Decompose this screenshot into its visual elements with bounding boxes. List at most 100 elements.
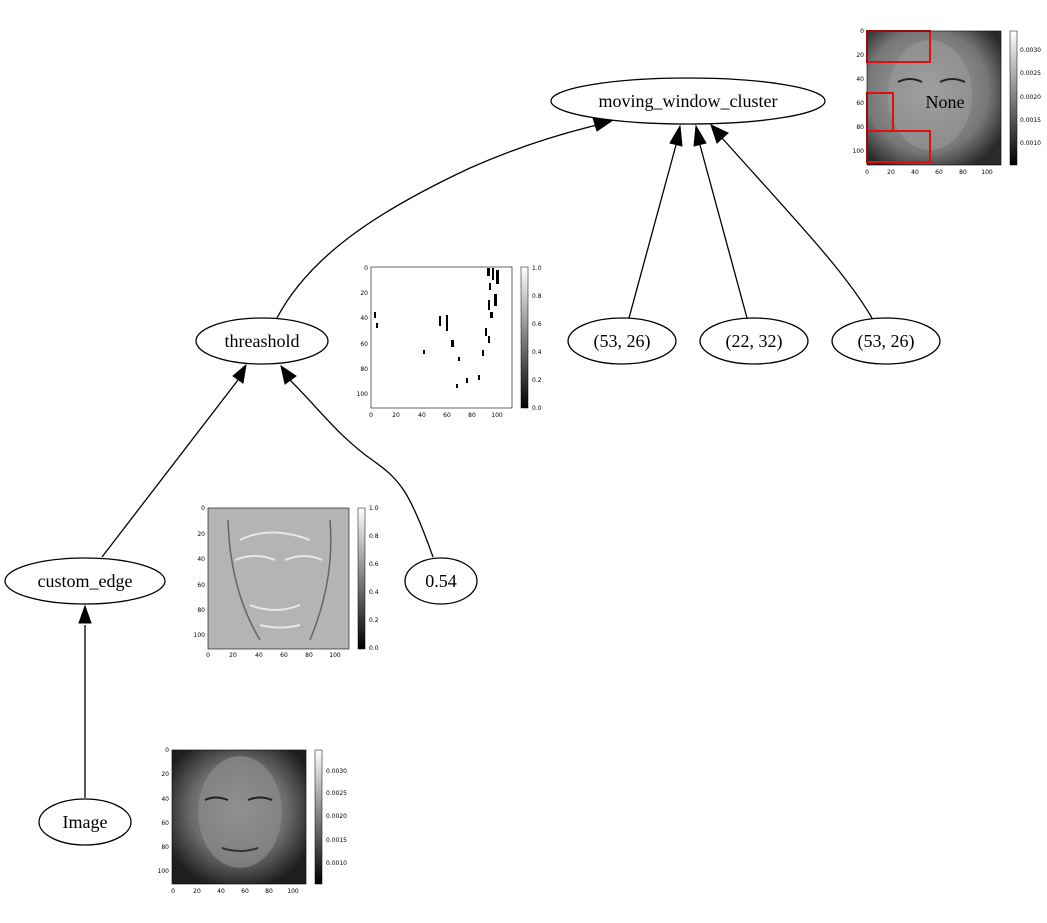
svg-text:60: 60 — [161, 820, 169, 827]
node-threshold-value[interactable]: 0.54 — [404, 557, 478, 605]
threshold-plot-colorbar-ticks: 1.0 0.8 0.6 0.4 0.2 0.0 — [532, 265, 542, 412]
svg-text:0.8: 0.8 — [532, 293, 542, 300]
arrowhead-threshold-1 — [232, 363, 247, 384]
node-image-label: Image — [63, 812, 108, 832]
svg-text:1.0: 1.0 — [532, 265, 542, 272]
edges — [78, 117, 873, 798]
svg-text:100: 100 — [329, 652, 341, 659]
svg-text:100: 100 — [194, 632, 206, 639]
svg-text:40: 40 — [856, 76, 864, 83]
svg-text:0.8: 0.8 — [369, 533, 379, 540]
node-arg2-label: (22, 32) — [726, 331, 783, 352]
image-plot-frame — [171, 749, 307, 885]
svg-text:60: 60 — [856, 100, 864, 107]
edge-plot-face-shadows — [227, 519, 332, 641]
edge-custom-edge-to-threshold — [101, 379, 239, 558]
svg-text:40: 40 — [360, 315, 368, 322]
svg-text:0.0015: 0.0015 — [1020, 117, 1041, 124]
threshold-plot: 0 20 40 60 80 100 0 20 40 60 80 100 1.0 … — [357, 265, 542, 419]
edge-value-to-threshold — [289, 379, 434, 558]
svg-text:40: 40 — [217, 888, 225, 895]
svg-text:60: 60 — [197, 582, 205, 589]
node-arg1[interactable]: (53, 26) — [567, 317, 677, 365]
svg-text:0: 0 — [865, 169, 869, 176]
svg-text:100: 100 — [158, 868, 170, 875]
svg-text:40: 40 — [161, 796, 169, 803]
svg-text:0.0030: 0.0030 — [326, 768, 347, 775]
edge-plot-frame — [207, 507, 350, 650]
svg-text:60: 60 — [241, 888, 249, 895]
svg-text:20: 20 — [161, 771, 169, 778]
svg-text:0: 0 — [201, 505, 205, 512]
edge-plot-yticks: 0 20 40 60 80 100 — [194, 505, 206, 639]
svg-text:40: 40 — [911, 169, 919, 176]
edge-threshold-to-cluster — [276, 124, 598, 319]
svg-text:60: 60 — [280, 652, 288, 659]
svg-text:0.6: 0.6 — [532, 321, 542, 328]
edge-arg1-to-cluster — [628, 144, 677, 319]
svg-text:20: 20 — [197, 531, 205, 538]
edge-plot-colorbar-ticks: 1.0 0.8 0.6 0.4 0.2 0.0 — [369, 505, 379, 652]
svg-text:80: 80 — [265, 888, 273, 895]
svg-text:0: 0 — [369, 412, 373, 419]
svg-text:20: 20 — [193, 888, 201, 895]
cluster-plot-yticks: 0 20 40 60 80 100 — [853, 28, 865, 155]
svg-text:100: 100 — [357, 391, 369, 398]
svg-text:0.6: 0.6 — [369, 561, 379, 568]
svg-text:20: 20 — [887, 169, 895, 176]
edge-arg3-to-cluster — [721, 137, 873, 319]
svg-text:20: 20 — [229, 652, 237, 659]
svg-text:0: 0 — [206, 652, 210, 659]
svg-text:0.0: 0.0 — [532, 405, 542, 412]
node-cluster[interactable]: moving_window_cluster — [550, 77, 826, 125]
node-cluster-label: moving_window_cluster — [599, 91, 778, 111]
cluster-plot-eyes — [897, 78, 966, 83]
svg-text:0.0010: 0.0010 — [326, 860, 347, 867]
svg-text:0.0020: 0.0020 — [326, 813, 347, 820]
node-threshold-label: threashold — [225, 331, 300, 351]
edge-plot-image — [208, 508, 349, 649]
cluster-plot-colorbar-ticks: 0.0030 0.0025 0.0020 0.0015 0.0010 — [1020, 47, 1041, 147]
svg-text:100: 100 — [853, 148, 865, 155]
node-image[interactable]: Image — [38, 798, 132, 846]
node-arg1-label: (53, 26) — [594, 331, 651, 352]
node-threshold-value-label: 0.54 — [425, 571, 457, 591]
threshold-plot-xticks: 0 20 40 60 80 100 — [369, 412, 503, 419]
edge-plot-xticks: 0 20 40 60 80 100 — [206, 652, 341, 659]
svg-text:100: 100 — [981, 169, 993, 176]
edge-plot-face-lines — [234, 531, 323, 629]
output-label: None — [926, 92, 965, 112]
svg-text:0: 0 — [165, 747, 169, 754]
svg-text:0.0020: 0.0020 — [1020, 94, 1041, 101]
image-plot-eyes — [204, 796, 273, 801]
cluster-plot-colorbar — [1009, 30, 1018, 166]
node-threshold[interactable]: threashold — [195, 317, 329, 365]
node-custom-edge-label: custom_edge — [38, 571, 133, 591]
cluster-plot: 0 20 40 60 80 100 0 20 40 60 80 100 0.00… — [853, 28, 1042, 176]
svg-text:0.0025: 0.0025 — [1020, 70, 1041, 77]
node-arg3[interactable]: (53, 26) — [831, 317, 941, 365]
svg-text:0.2: 0.2 — [532, 377, 542, 384]
arrowhead-custom-edge — [78, 604, 92, 624]
arrowhead-cluster-3 — [693, 124, 707, 147]
svg-text:1.0: 1.0 — [369, 505, 379, 512]
node-custom-edge[interactable]: custom_edge — [4, 557, 166, 605]
svg-text:20: 20 — [856, 52, 864, 59]
svg-text:0.0010: 0.0010 — [1020, 140, 1041, 147]
threshold-plot-yticks: 0 20 40 60 80 100 — [357, 265, 369, 398]
svg-text:40: 40 — [197, 556, 205, 563]
node-arg3-label: (53, 26) — [858, 331, 915, 352]
svg-text:0: 0 — [171, 888, 175, 895]
node-arg2[interactable]: (22, 32) — [699, 317, 809, 365]
svg-text:60: 60 — [443, 412, 451, 419]
arrowhead-cluster-4 — [710, 124, 729, 144]
svg-text:60: 60 — [360, 341, 368, 348]
threshold-plot-frame — [370, 266, 513, 409]
image-plot-mouth — [221, 847, 259, 852]
image-plot: 0 20 40 60 80 100 0 20 40 60 80 100 0.00… — [158, 747, 348, 895]
svg-text:0: 0 — [364, 265, 368, 272]
svg-text:0.0030: 0.0030 — [1020, 47, 1041, 54]
image-plot-colorbar-ticks: 0.0030 0.0025 0.0020 0.0015 0.0010 — [326, 768, 347, 867]
svg-text:80: 80 — [161, 844, 169, 851]
